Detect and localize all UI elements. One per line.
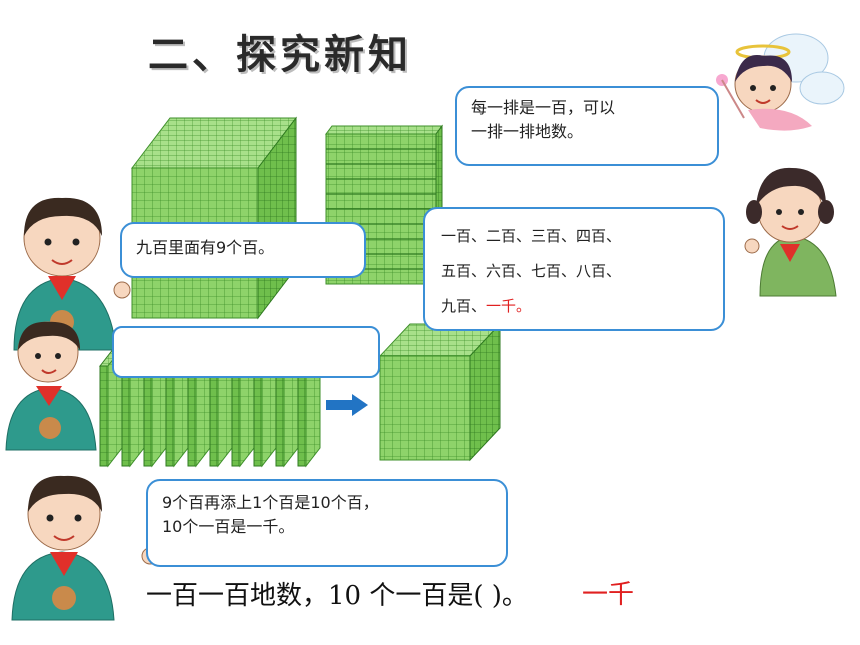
- angel-girl-icon: [716, 33, 845, 131]
- girl-speech-bubble: 一百、二百、三百、四百、 五百、六百、七百、八百、 九百、一千。: [423, 207, 725, 331]
- boy-bottom-speech-bubble: 9个百再添上1个百是10个百， 10个一百是一千。: [146, 479, 508, 567]
- boy-bottom-bubble-line-2: 10个一百是一千。: [162, 517, 295, 536]
- angel-bubble-line-2: 一排一排地数。: [471, 122, 584, 141]
- boy-top-icon: [13, 197, 131, 351]
- boy-bottom-bubble-line-1: 9个百再添上1个百是10个百，: [162, 493, 379, 512]
- girl-bubble-line-2: 五百、六百、七百、八百、: [441, 262, 622, 280]
- thousand-cube-large: [130, 116, 298, 320]
- boy-top-speech-bubble: 九百里面有9个百。: [120, 222, 366, 278]
- right-arrow-icon: [326, 394, 368, 416]
- boy-top-bubble-line-1: 九百里面有9个百。: [136, 238, 275, 257]
- thousand-cube-small: [378, 322, 502, 462]
- girl-bubble-answer: 一千。: [486, 297, 532, 315]
- girl-bubble-line-3-prefix: 九百、: [441, 297, 487, 315]
- fill-in-sentence: 一百一百地数，10 个一百是( )。: [146, 581, 528, 611]
- boy-middle-icon: [5, 321, 97, 451]
- angel-speech-bubble: 每一排是一百，可以 一排一排地数。: [455, 86, 719, 166]
- page-title: 二、探究新知: [148, 32, 412, 78]
- pigtail-girl-icon: [744, 167, 837, 297]
- angel-bubble-line-1: 每一排是一百，可以: [471, 98, 616, 117]
- fill-in-answer: 一千: [582, 580, 635, 610]
- girl-bubble-line-1: 一百、二百、三百、四百、: [441, 227, 622, 245]
- boy-middle-speech-bubble: [112, 326, 380, 378]
- boy-bottom-icon: [11, 475, 159, 621]
- girl-bubble-line-3: 九百、一千。: [441, 289, 707, 324]
